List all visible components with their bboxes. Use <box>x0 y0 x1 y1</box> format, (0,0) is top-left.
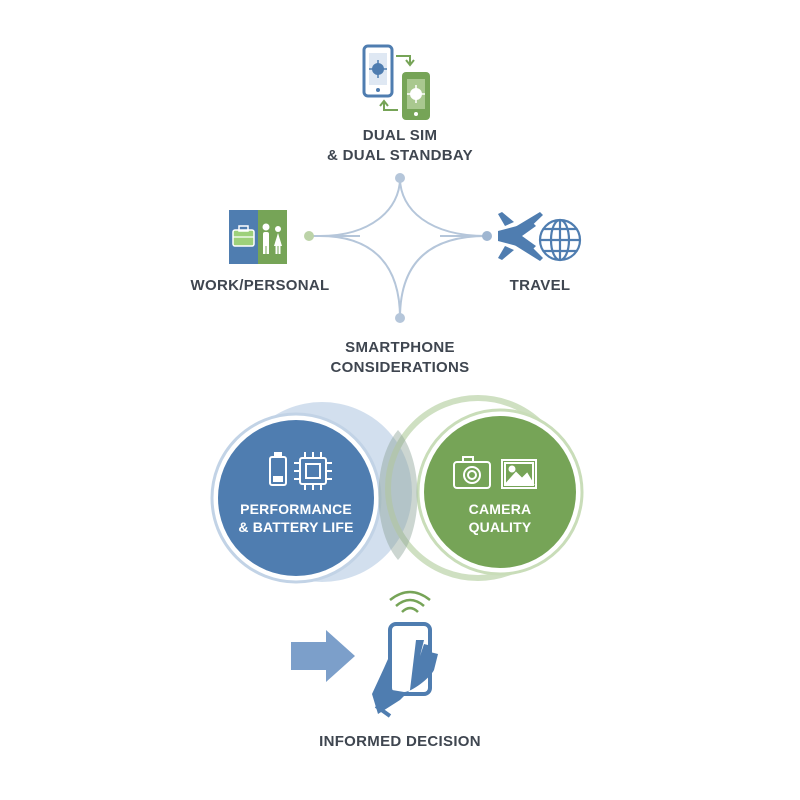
camera-line1: CAMERA <box>468 501 532 517</box>
hand-phone-icon <box>372 590 438 718</box>
connector-node-left <box>304 231 314 241</box>
camera-icon <box>453 456 491 489</box>
center-title: SMARTPHONE CONSIDERATIONS <box>280 338 520 378</box>
performance-line1: PERFORMANCE <box>240 501 352 517</box>
connector-star <box>310 177 487 319</box>
performance-line2: & BATTERY LIFE <box>238 519 354 535</box>
chip-icon <box>294 452 332 490</box>
camera-label: CAMERA QUALITY <box>440 500 560 536</box>
image-icon <box>501 459 537 489</box>
arrow-right-icon <box>291 630 355 682</box>
globe-icon <box>538 218 582 262</box>
performance-circle <box>218 420 374 576</box>
travel-label: TRAVEL <box>509 277 571 294</box>
venn-overlap <box>378 430 418 560</box>
dual-phone-swap-icon <box>362 44 430 120</box>
camera-line2: QUALITY <box>468 519 532 535</box>
briefcase-family-icon <box>229 210 287 264</box>
connector-node-right <box>482 231 492 241</box>
center-title-line2: CONSIDERATIONS <box>330 359 470 376</box>
dual-sim-line1: DUAL SIM <box>362 127 438 144</box>
work-personal-label: WORK/PERSONAL <box>190 277 330 294</box>
dual-sim-label: DUAL SIM & DUAL STANDBAY <box>300 126 500 166</box>
performance-label: PERFORMANCE & BATTERY LIFE <box>226 500 366 536</box>
connector-node-bottom <box>395 313 405 323</box>
informed-decision-label: INFORMED DECISION <box>319 733 481 750</box>
battery-icon <box>269 452 287 486</box>
center-title-line1: SMARTPHONE <box>345 339 455 356</box>
airplane-icon <box>498 212 543 261</box>
connector-node-top <box>395 173 405 183</box>
dual-sim-line2: & DUAL STANDBAY <box>327 147 473 164</box>
camera-circle <box>424 416 576 568</box>
